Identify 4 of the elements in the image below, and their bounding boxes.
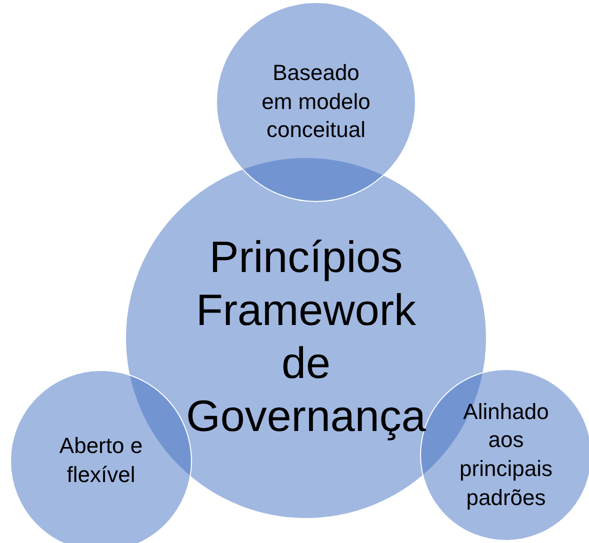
circle-label: Baseado em modelo conceitual [261,59,371,144]
circle-label: Aberto e flexível [58,432,144,489]
circle-label: Princípios Framework de Governança [185,232,427,443]
circle-label: Alinhado aos principais padrões [458,398,554,512]
